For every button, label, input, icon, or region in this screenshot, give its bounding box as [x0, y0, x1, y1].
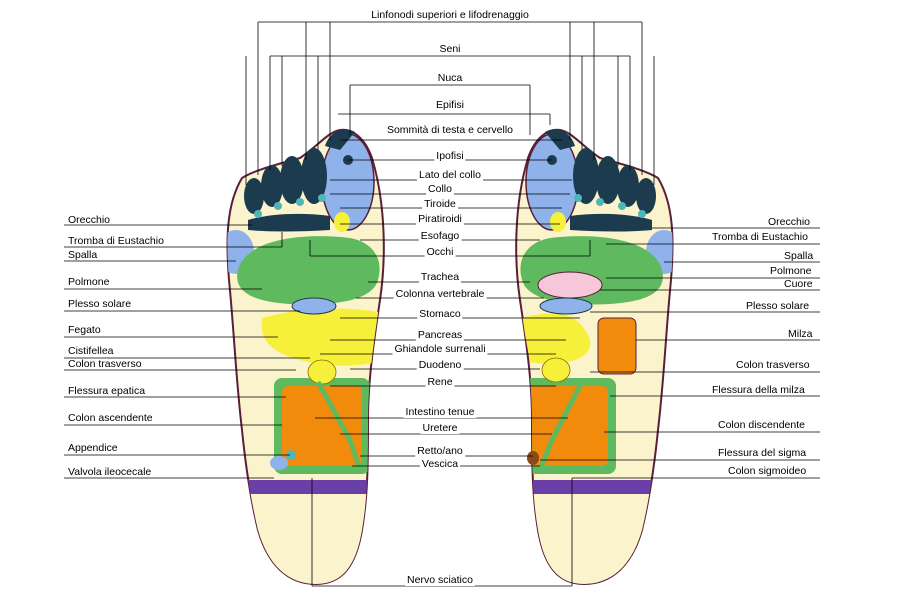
right-foot: [515, 128, 674, 586]
label-collo: Collo: [426, 183, 454, 195]
left-plesso-zone: [291, 297, 337, 315]
right-toe-4: [617, 165, 639, 207]
left-toe-4: [261, 165, 283, 207]
left-polmone-zone: [237, 236, 380, 305]
label-right-plesso: Plesso solare: [746, 300, 810, 312]
left-rene-zone: [307, 359, 337, 385]
label-right-flessura-sigma: Flessura del sigma: [718, 447, 807, 459]
label-retto: Retto/ano: [415, 445, 465, 457]
right-nervo-band: [516, 480, 673, 494]
label-nervo: Nervo sciatico: [405, 574, 475, 586]
label-pancreas: Pancreas: [415, 329, 465, 341]
right-plesso-zone: [539, 297, 593, 315]
label-paratiroidi: Piratiroidi: [416, 213, 464, 225]
label-trachea: Trachea: [418, 271, 462, 283]
label-stomaco: Stomaco: [417, 308, 463, 320]
right-cuore-zone: [537, 271, 603, 299]
label-left-valvola: Valvola ileocecale: [68, 466, 152, 478]
label-lato-collo: Lato del collo: [417, 169, 483, 181]
label-right-milza: Milza: [788, 328, 813, 340]
label-esofago: Esofago: [418, 230, 462, 242]
label-seni: Seni: [437, 43, 463, 55]
left-nervo-band: [227, 480, 384, 494]
left-heel-pad: [227, 494, 384, 584]
left-toe-5: [244, 178, 264, 214]
label-left-spalla: Spalla: [68, 249, 98, 261]
left-foot: [226, 128, 385, 586]
label-right-orecchio: Orecchio: [768, 216, 811, 228]
right-toe-3: [596, 156, 620, 204]
label-right-colon-sigmoideo: Colon sigmoideo: [728, 465, 807, 477]
left-fegato-zone: [261, 308, 378, 366]
label-occhi: Occhi: [424, 246, 456, 258]
label-intestino: Intestino tenue: [403, 406, 477, 418]
label-epifisi: Epifisi: [433, 99, 467, 111]
right-stomaco-zone: [522, 313, 591, 364]
right-retto-zone: [527, 451, 539, 465]
right-toe-2: [573, 148, 599, 204]
label-rene: Rene: [425, 376, 455, 388]
left-intestino-zone: [282, 386, 362, 466]
label-left-flessura-epatica: Flessura epatica: [68, 385, 146, 397]
label-left-cistifellea: Cistifellea: [68, 345, 114, 357]
label-nuca: Nuca: [435, 72, 465, 84]
label-right-tromba: Tromba di Eustachio: [712, 231, 808, 243]
label-left-colon-trasverso: Colon trasverso: [68, 358, 142, 370]
right-intestino-zone: [528, 386, 608, 466]
label-right-polmone: Polmone: [770, 265, 812, 277]
label-left-appendice: Appendice: [68, 442, 118, 454]
right-milza-zone: [597, 317, 637, 375]
label-left-colon-ascendente: Colon ascendente: [68, 412, 153, 424]
left-valvola-zone: [270, 456, 288, 470]
label-linfonodi: Linfonodi superiori e lifodrenaggio: [369, 9, 531, 21]
label-colonna: Colonna vertebrale: [393, 288, 487, 300]
right-rene-zone: [541, 357, 571, 383]
label-uretere: Uretere: [420, 422, 460, 434]
label-sommita: Sommità di testa e cervello: [384, 124, 516, 136]
label-vescica: Vescica: [419, 458, 461, 470]
label-tiroide: Tiroide: [422, 198, 458, 210]
label-right-colon-trasverso: Colon trasverso: [736, 359, 810, 371]
label-ipofisi: Ipofisi: [434, 150, 466, 162]
label-left-orecchio: Orecchio: [68, 214, 111, 226]
left-toe-3: [280, 156, 304, 204]
left-toe-2: [301, 148, 327, 204]
right-toe-5: [636, 178, 656, 214]
label-right-spalla: Spalla: [784, 250, 814, 262]
label-right-colon-discendente: Colon discendente: [718, 419, 805, 431]
label-ghiandole: Ghiandole surrenali: [392, 343, 488, 355]
label-left-tromba: Tromba di Eustachio: [68, 235, 164, 247]
label-left-polmone: Polmone: [68, 276, 110, 288]
left-appendice-zone: [286, 450, 296, 460]
label-right-flessura-milza: Flessura della milza: [712, 384, 805, 396]
label-left-plesso: Plesso solare: [68, 298, 132, 310]
label-left-fegato: Fegato: [68, 324, 101, 336]
right-heel-pad: [516, 494, 673, 584]
label-right-cuore: Cuore: [784, 278, 813, 290]
label-duodeno: Duodeno: [416, 359, 464, 371]
